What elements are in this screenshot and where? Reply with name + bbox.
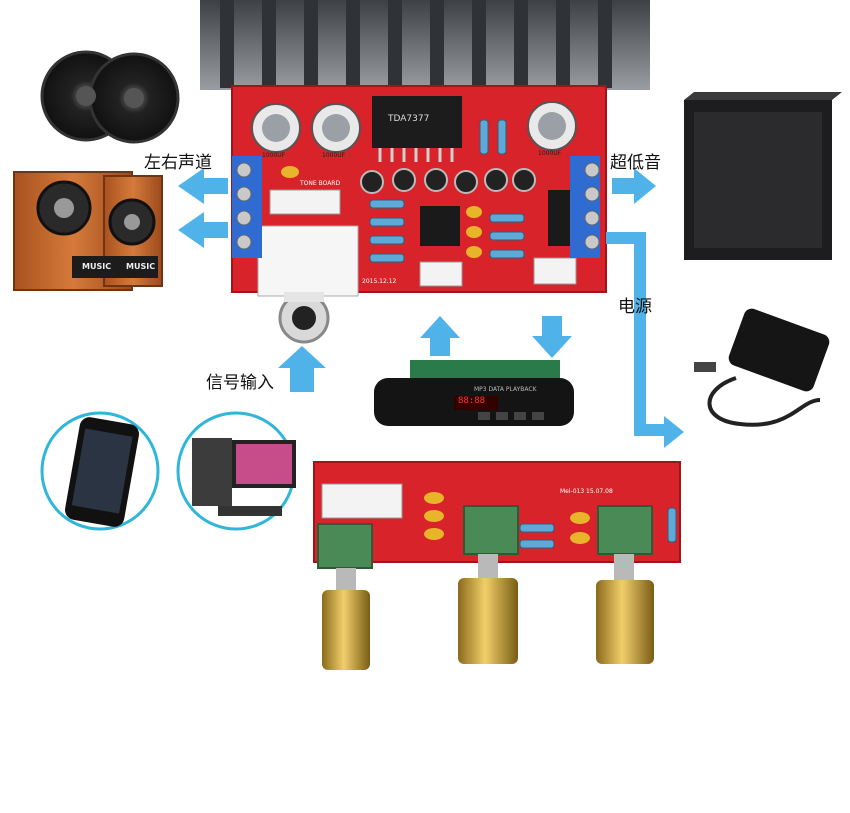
amplifier-board (231, 85, 607, 344)
computer-device (176, 411, 296, 531)
cap-mid-label: 1000UF (322, 152, 346, 159)
label-signal-input: 信号输入 (206, 373, 274, 393)
cap-left-label: 1000UF (262, 152, 286, 159)
subwoofer-box (684, 92, 842, 260)
heatsink (200, 0, 650, 90)
arrow-signal-input (278, 346, 326, 392)
tone-version: Mel-013 15.07.08 (560, 488, 613, 495)
speaker-pair (13, 50, 180, 291)
mp3-module (374, 360, 574, 426)
board-version: 2015.12.12 (362, 278, 397, 285)
speaker-badge-right: MUSIC (126, 262, 156, 271)
arrow-mp3-down (532, 316, 572, 358)
label-subwoofer: 超低音 (610, 153, 661, 173)
power-adapter (694, 308, 830, 427)
label-power: 电源 (618, 297, 652, 317)
mp3-caption: MP3 DATA PLAYBACK (474, 386, 537, 393)
chip-marking: TDA7377 (388, 114, 430, 124)
mp3-display: 88:88 (458, 396, 486, 406)
phone-device (40, 411, 160, 531)
label-lr-channel: 左右声道 (144, 153, 212, 173)
arrows-left (178, 168, 228, 248)
cap-right-label: 1000UF (538, 150, 562, 157)
tone-board (313, 461, 681, 670)
arrow-power (606, 232, 668, 436)
arrow-mp3-up (420, 316, 460, 356)
speaker-badge-left: MUSIC (82, 262, 112, 271)
tone-board-print: TONE BOARD (300, 180, 341, 187)
arrow-subwoofer (612, 168, 656, 204)
